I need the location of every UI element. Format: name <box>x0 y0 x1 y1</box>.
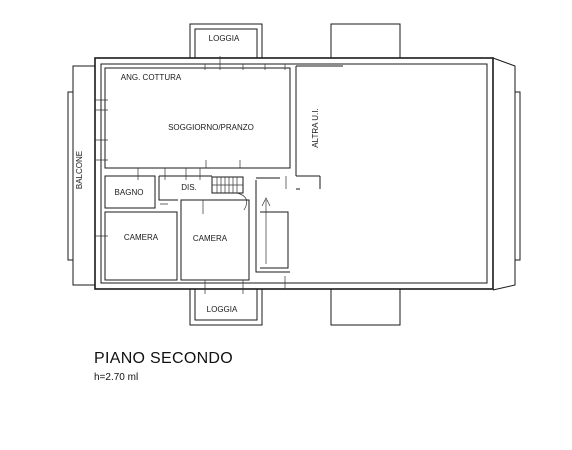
altra-ui: ALTRA U.I. <box>295 65 343 190</box>
loggia-bottom-label: LOGGIA <box>207 305 238 314</box>
bagno-label: BAGNO <box>115 188 144 197</box>
soggiorno-label: SOGGIORNO/PRANZO <box>168 123 254 132</box>
staircase <box>211 176 248 211</box>
living-area: ANG. COTTURA SOGGIORNO/PRANZO <box>104 67 291 169</box>
altra-ui-label: ALTRA U.I. <box>311 108 320 147</box>
camera-right-label: CAMERA <box>193 234 228 243</box>
balcone-label: BALCONE <box>75 151 84 189</box>
bagno: BAGNO <box>104 175 156 209</box>
loggia-top: LOGGIA <box>189 23 263 58</box>
dis-label: DIS. <box>181 183 197 192</box>
plan-title: PIANO SECONDO <box>94 350 234 367</box>
camera-left-label: CAMERA <box>124 233 159 242</box>
disimpegno: DIS. <box>158 175 212 201</box>
loggia-bottom: LOGGIA <box>189 289 263 326</box>
ang-cottura-label: ANG. COTTURA <box>121 73 182 82</box>
openings <box>95 56 287 294</box>
balcone: BALCONE <box>67 65 95 286</box>
camera-left: CAMERA <box>104 211 178 281</box>
loggia-top-label: LOGGIA <box>209 34 240 43</box>
stairwell <box>255 177 290 273</box>
camera-right: CAMERA <box>180 199 250 281</box>
right-extension <box>492 57 521 291</box>
right-top-block <box>330 23 401 58</box>
right-bottom-block <box>330 289 401 326</box>
building-outline <box>94 57 494 290</box>
height-note: h=2.70 ml <box>94 372 139 383</box>
